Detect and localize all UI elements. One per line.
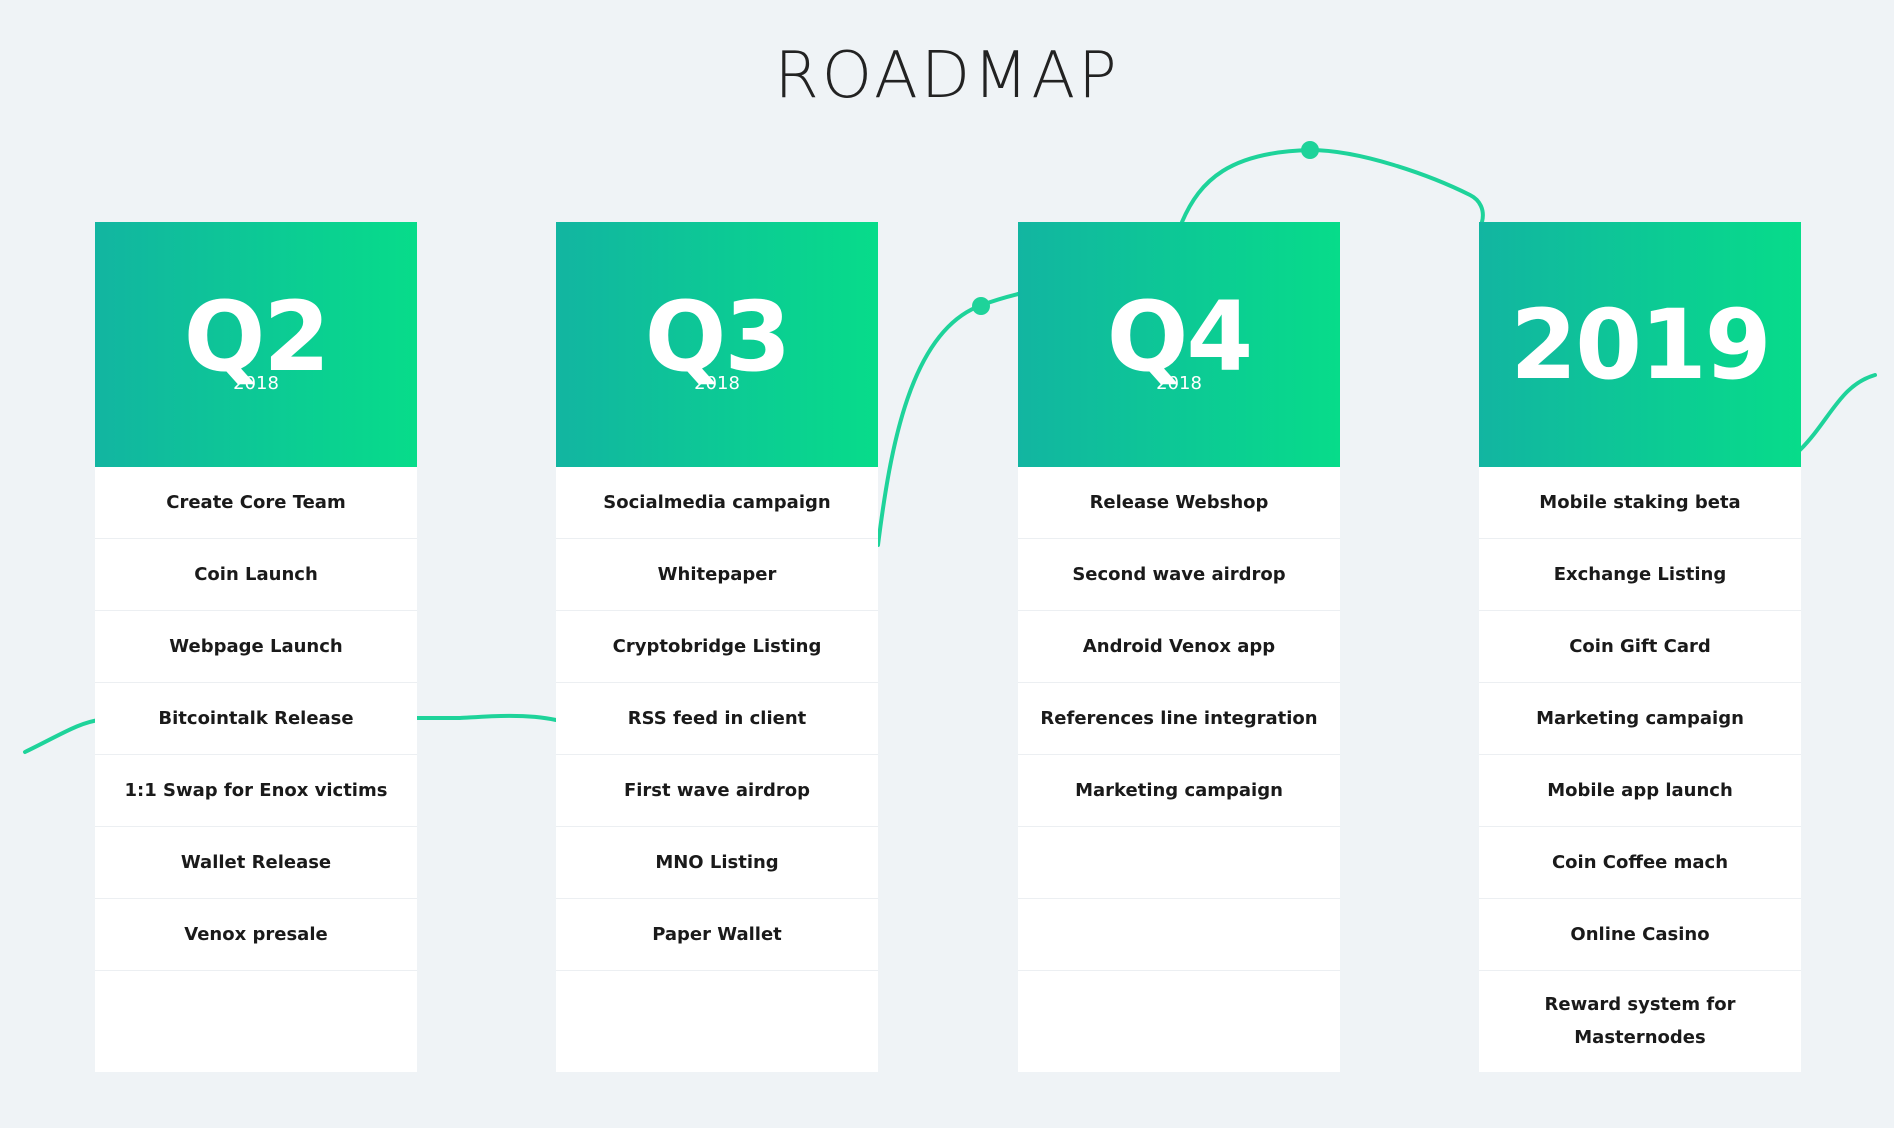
period-label: Q2: [183, 281, 330, 393]
roadmap-column-2019: 2019 Mobile staking beta Exchange Listin…: [1479, 222, 1801, 1072]
roadmap-column-q2: Q2 2018 Create Core Team Coin Launch Web…: [95, 222, 417, 1072]
timeline-dot-2: [1301, 141, 1319, 159]
roadmap-item: Android Venox app: [1018, 611, 1340, 683]
roadmap-item: Coin Gift Card: [1479, 611, 1801, 683]
roadmap-item: First wave airdrop: [556, 755, 878, 827]
roadmap-item-empty: [1018, 827, 1340, 899]
roadmap-item: References line integration: [1018, 683, 1340, 755]
roadmap-item: Coin Launch: [95, 539, 417, 611]
roadmap-item: Online Casino: [1479, 899, 1801, 971]
timeline-dot-1: [972, 297, 990, 315]
roadmap-item: Mobile app launch: [1479, 755, 1801, 827]
roadmap-item-empty: [1018, 899, 1340, 971]
roadmap-item: Paper Wallet: [556, 899, 878, 971]
roadmap-item: Exchange Listing: [1479, 539, 1801, 611]
roadmap-item: Second wave airdrop: [1018, 539, 1340, 611]
roadmap-item: Webpage Launch: [95, 611, 417, 683]
roadmap-item: Socialmedia campaign: [556, 467, 878, 539]
roadmap-item: Cryptobridge Listing: [556, 611, 878, 683]
roadmap-item: Reward system for Masternodes: [1544, 994, 1736, 1048]
column-header: Q4 2018: [1018, 222, 1340, 467]
roadmap-item: Coin Coffee mach: [1479, 827, 1801, 899]
roadmap-item: Marketing campaign: [1479, 683, 1801, 755]
roadmap-column-q4: Q4 2018 Release Webshop Second wave aird…: [1018, 222, 1340, 1072]
roadmap-item: Venox presale: [95, 899, 417, 971]
column-header: Q2 2018: [95, 222, 417, 467]
page-title: ROADMAP: [774, 39, 1120, 113]
year-label: 2018: [694, 373, 740, 394]
roadmap-item: Whitepaper: [556, 539, 878, 611]
period-label: 2019: [1510, 289, 1771, 401]
roadmap-item: Release Webshop: [1018, 467, 1340, 539]
roadmap-item: Marketing campaign: [1018, 755, 1340, 827]
roadmap-item: Wallet Release: [95, 827, 417, 899]
year-label: 2018: [1156, 373, 1202, 394]
roadmap-item: Mobile staking beta: [1479, 467, 1801, 539]
roadmap-column-q3: Q3 2018 Socialmedia campaign Whitepaper …: [556, 222, 878, 1072]
period-label: Q4: [1106, 281, 1253, 393]
period-label: Q3: [644, 281, 791, 393]
roadmap-item: 1:1 Swap for Enox victims: [95, 755, 417, 827]
roadmap-item: RSS feed in client: [556, 683, 878, 755]
roadmap-item: Create Core Team: [95, 467, 417, 539]
column-header: Q3 2018: [556, 222, 878, 467]
year-label: 2018: [233, 373, 279, 394]
roadmap-item: MNO Listing: [556, 827, 878, 899]
column-header: 2019: [1479, 222, 1801, 467]
roadmap-item: Bitcointalk Release: [95, 683, 417, 755]
